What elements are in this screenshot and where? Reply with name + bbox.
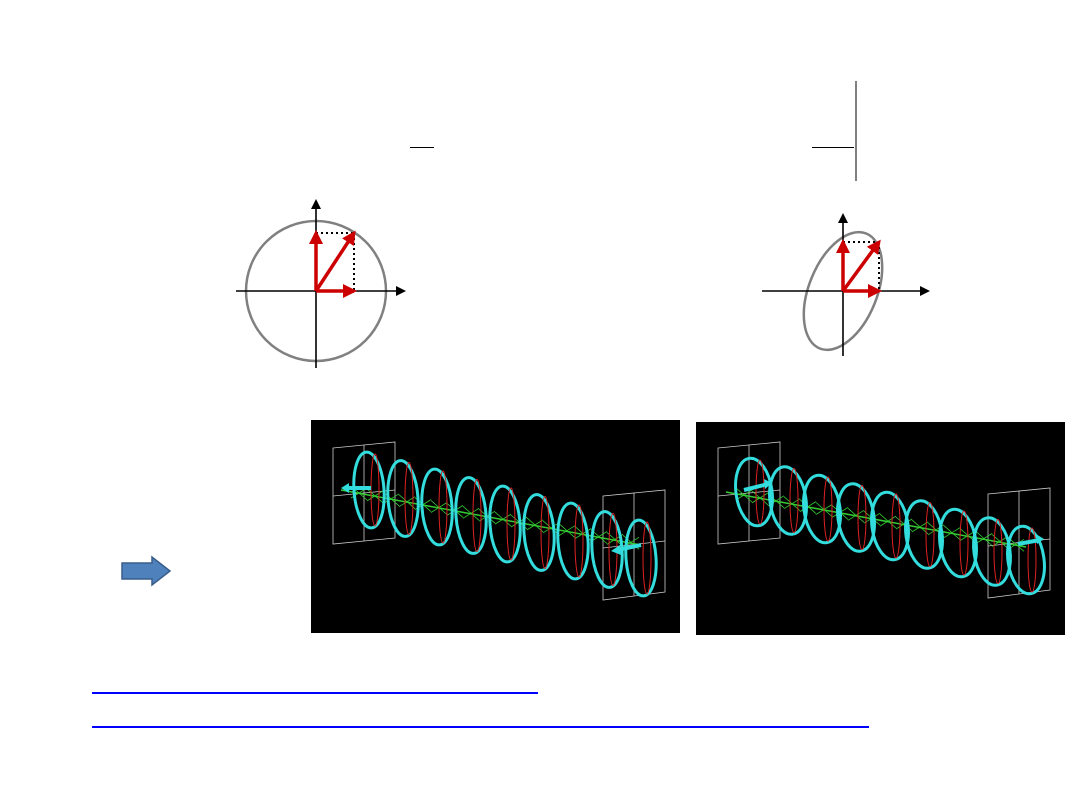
elliptical-wave-canvas [717,441,1051,599]
circular-wave-animation[interactable] [311,420,680,633]
helix-rings [734,456,1046,596]
link-1[interactable] [92,692,538,694]
vector-resultant [314,230,356,292]
formula-right-fraction-bar [812,147,854,148]
field-arrows [743,479,1044,546]
circular-wave-canvas [332,441,666,601]
field-arrows [341,483,642,555]
formula-left-fraction-bar [410,147,434,148]
vector-resultant-2 [841,239,881,293]
ellipse-outline [802,230,884,352]
formula-right-vertical-bar [855,81,857,181]
elliptical-polarization-diagram [762,213,930,356]
elliptical-wave-animation[interactable] [696,422,1065,635]
link-2[interactable] [92,726,869,728]
arrow-right-icon[interactable] [121,555,172,587]
helix-rings [352,450,658,598]
